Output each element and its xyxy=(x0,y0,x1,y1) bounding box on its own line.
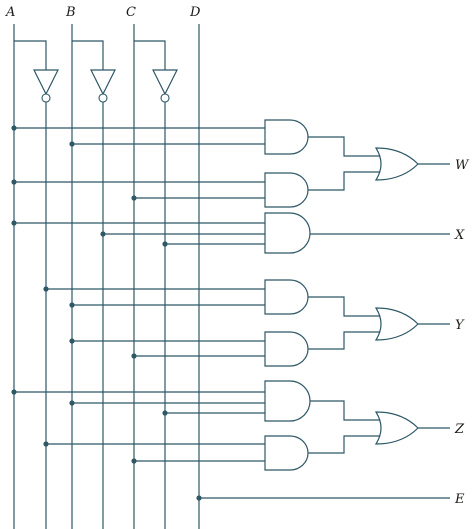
and-gate-2 xyxy=(11,172,309,208)
and-gate-5 xyxy=(69,331,309,367)
output-label-e: E xyxy=(454,492,465,507)
input-label-a: A xyxy=(5,5,15,20)
input-bus xyxy=(13,24,200,529)
input-label-d: D xyxy=(189,5,201,20)
input-label-b: B xyxy=(65,5,76,20)
input-label-c: C xyxy=(126,5,136,20)
output-label-y: Y xyxy=(455,318,465,333)
output-label-w: W xyxy=(455,158,470,173)
or-gate-y xyxy=(308,296,450,350)
and-gate-3 xyxy=(11,212,450,254)
and-gate-4 xyxy=(43,279,309,315)
output-label-x: X xyxy=(454,228,465,243)
and-gate-1 xyxy=(11,119,309,155)
and-gate-7 xyxy=(43,435,309,471)
not-gate-a xyxy=(14,40,59,529)
or-gate-z xyxy=(308,400,450,454)
and-gate-6 xyxy=(11,380,311,422)
output-label-z: Z xyxy=(454,422,465,437)
wire-d-to-e xyxy=(196,495,450,501)
not-gate-b xyxy=(72,40,116,529)
or-gate-w xyxy=(308,136,450,191)
not-gate-c xyxy=(134,40,178,529)
